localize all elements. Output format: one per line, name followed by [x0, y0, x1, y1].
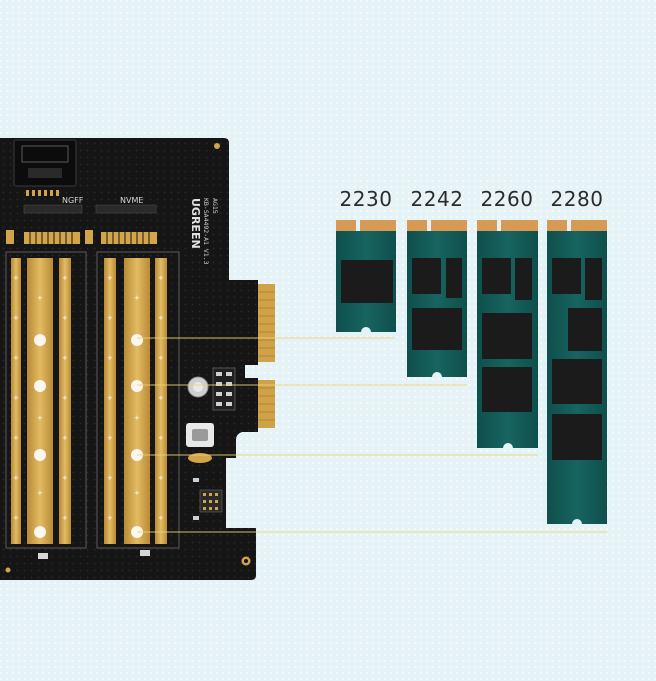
board-components [5, 367, 251, 573]
nvme-slot-gold-strips: + + + + + + + + + + + + + + + + + [104, 258, 167, 544]
ssd-2230-module [336, 220, 396, 332]
ssd-size-label-2260: 2260 [480, 187, 534, 211]
brand-logo-text: UGREEN [189, 198, 202, 249]
svg-text:+: + [37, 294, 43, 302]
svg-text:+: + [13, 434, 19, 442]
svg-text:+: + [62, 274, 68, 282]
svg-text:+: + [62, 474, 68, 482]
svg-text:+: + [158, 314, 164, 322]
svg-text:+: + [62, 514, 68, 522]
slot-label-nvme: NVME [120, 196, 143, 205]
svg-text:+: + [107, 394, 113, 402]
ngff-slot-gold-strips: + + + + + + + + + + + + + + + + + [11, 258, 71, 544]
svg-text:+: + [62, 394, 68, 402]
svg-text:+: + [107, 514, 113, 522]
svg-text:+: + [62, 354, 68, 362]
svg-text:+: + [158, 434, 164, 442]
svg-text:+: + [62, 314, 68, 322]
slot-label-ngff: NGFF [62, 196, 84, 205]
sata-connector [13, 139, 77, 196]
svg-text:+: + [134, 489, 140, 497]
svg-text:+: + [134, 414, 140, 422]
length-guide-lines [137, 337, 607, 533]
svg-text:+: + [13, 394, 19, 402]
board-model-text: KB-SA4492-A1 V1.3 [202, 198, 210, 265]
svg-text:+: + [107, 474, 113, 482]
svg-text:+: + [158, 514, 164, 522]
svg-text:+: + [107, 274, 113, 282]
svg-text:+: + [62, 434, 68, 442]
svg-text:+: + [107, 314, 113, 322]
svg-text:+: + [107, 354, 113, 362]
pcie-gold-fingers [258, 284, 275, 428]
svg-text:+: + [13, 514, 19, 522]
pcie-adapter-board: + + + + + + + + + + + + + + + + + + + + + + + + [0, 138, 275, 580]
svg-text:+: + [158, 394, 164, 402]
ssd-size-label-2230: 2230 [339, 187, 393, 211]
svg-text:+: + [13, 314, 19, 322]
ssd-2242-module [407, 220, 467, 377]
svg-text:+: + [13, 354, 19, 362]
svg-text:+: + [134, 294, 140, 302]
svg-text:+: + [13, 474, 19, 482]
svg-text:+: + [37, 489, 43, 497]
svg-text:+: + [158, 474, 164, 482]
ssd-2260-module [477, 220, 538, 448]
svg-text:+: + [107, 434, 113, 442]
ssd-2280-module [547, 220, 607, 524]
ssd-size-label-2280: 2280 [550, 187, 604, 211]
svg-text:+: + [158, 274, 164, 282]
svg-text:+: + [13, 274, 19, 282]
svg-text:+: + [158, 354, 164, 362]
ssd-size-label-2242: 2242 [410, 187, 464, 211]
svg-text:+: + [37, 414, 43, 422]
board-code-text: AG15 [211, 198, 219, 214]
